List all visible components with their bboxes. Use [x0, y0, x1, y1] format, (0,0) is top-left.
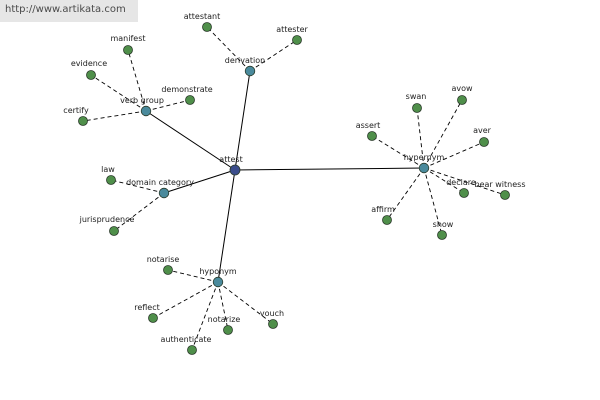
node-center-attest[interactable] [229, 164, 241, 176]
node-declare[interactable] [459, 188, 469, 198]
label-aver[interactable]: aver [473, 126, 492, 135]
node-attestant[interactable] [202, 22, 212, 32]
label-assert[interactable]: assert [356, 121, 381, 130]
label-manifest[interactable]: manifest [110, 34, 145, 43]
node-demonstrate[interactable] [185, 95, 195, 105]
node-manifest[interactable] [123, 45, 133, 55]
label-declare[interactable]: declare [446, 178, 476, 187]
edge-hypernym-bear-witness [423, 167, 506, 196]
edge-hyponym-notarise [167, 269, 219, 283]
node-show[interactable] [437, 230, 447, 240]
edge-domain-category-jurisprudence [113, 192, 165, 232]
node-domain-category[interactable] [158, 187, 170, 199]
edge-hypernym-avow [423, 99, 463, 169]
node-bear-witness[interactable] [500, 190, 510, 200]
node-assert[interactable] [367, 131, 377, 141]
edge-hyponym-notarize [217, 281, 229, 331]
edge-hypernym-swan [416, 107, 425, 169]
node-jurisprudence[interactable] [109, 226, 119, 236]
edge-hypernym [234, 167, 425, 171]
node-affirm[interactable] [382, 215, 392, 225]
label-authenticate[interactable]: authenticate [161, 335, 212, 344]
node-swan[interactable] [412, 103, 422, 113]
label-reflect[interactable]: reflect [134, 303, 160, 312]
edge-verb-group-manifest [127, 49, 147, 112]
label-attestant[interactable]: attestant [184, 12, 221, 21]
label-hypernym[interactable]: hypernym [404, 153, 445, 162]
edge-verb-group-certify [82, 110, 147, 122]
node-hypernym[interactable] [418, 162, 430, 174]
node-verb-group[interactable] [140, 105, 152, 117]
edge-hypernym-show [423, 167, 443, 236]
node-attester[interactable] [292, 35, 302, 45]
edge-hypernym-affirm [386, 167, 425, 221]
label-hyponym[interactable]: hyponym [199, 267, 237, 276]
label-swan[interactable]: swan [406, 92, 427, 101]
edge-hyponym-reflect [152, 281, 219, 319]
edge-hypernym-aver [423, 141, 485, 169]
label-bear-witness[interactable]: bear witness [475, 180, 526, 189]
edge-hyponym-vouch [217, 281, 274, 325]
edge-hyponym [217, 169, 236, 283]
edge-derivation-attestant [206, 26, 251, 72]
node-certify[interactable] [78, 116, 88, 126]
label-law[interactable]: law [101, 165, 115, 174]
label-certify[interactable]: certify [63, 106, 89, 115]
edge-domain-category [163, 169, 236, 194]
label-demonstrate[interactable]: demonstrate [161, 85, 212, 94]
edge-hypernym-assert [371, 135, 425, 169]
edge-verb-group-evidence [90, 74, 147, 112]
label-affirm[interactable]: affirm [371, 205, 395, 214]
edge-verb-group-demonstrate [145, 99, 191, 112]
label-show[interactable]: show [433, 220, 454, 229]
edge-hypernym-declare [423, 167, 465, 194]
label-domain-category[interactable]: domain category [126, 178, 194, 187]
node-avow[interactable] [457, 95, 467, 105]
edge-verb-group [145, 110, 236, 171]
label-evidence[interactable]: evidence [71, 59, 107, 68]
label-jurisprudence[interactable]: jurisprudence [79, 215, 135, 224]
node-reflect[interactable] [148, 313, 158, 323]
label-vouch[interactable]: vouch [260, 309, 284, 318]
site-url[interactable]: http://www.artikata.com [5, 4, 126, 15]
label-center-attest[interactable]: attest [219, 155, 242, 164]
label-notarize[interactable]: notarize [208, 315, 241, 324]
edge-domain-category-law [110, 179, 165, 194]
node-authenticate[interactable] [187, 345, 197, 355]
node-evidence[interactable] [86, 70, 96, 80]
label-derivation[interactable]: derivation [225, 56, 265, 65]
node-law[interactable] [106, 175, 116, 185]
node-notarize[interactable] [223, 325, 233, 335]
site-header-bar: http://www.artikata.com [0, 0, 138, 22]
edge-derivation [234, 70, 251, 171]
node-aver[interactable] [479, 137, 489, 147]
label-notarise[interactable]: notarise [147, 255, 180, 264]
node-derivation[interactable] [244, 65, 256, 77]
edge-hyponym-authenticate [191, 281, 219, 351]
label-attester[interactable]: attester [276, 25, 308, 34]
node-vouch[interactable] [268, 319, 278, 329]
node-notarise[interactable] [163, 265, 173, 275]
label-verb-group[interactable]: verb group [120, 96, 164, 105]
node-hyponym[interactable] [212, 276, 224, 288]
label-avow[interactable]: avow [451, 84, 473, 93]
edge-derivation-attester [249, 39, 298, 72]
